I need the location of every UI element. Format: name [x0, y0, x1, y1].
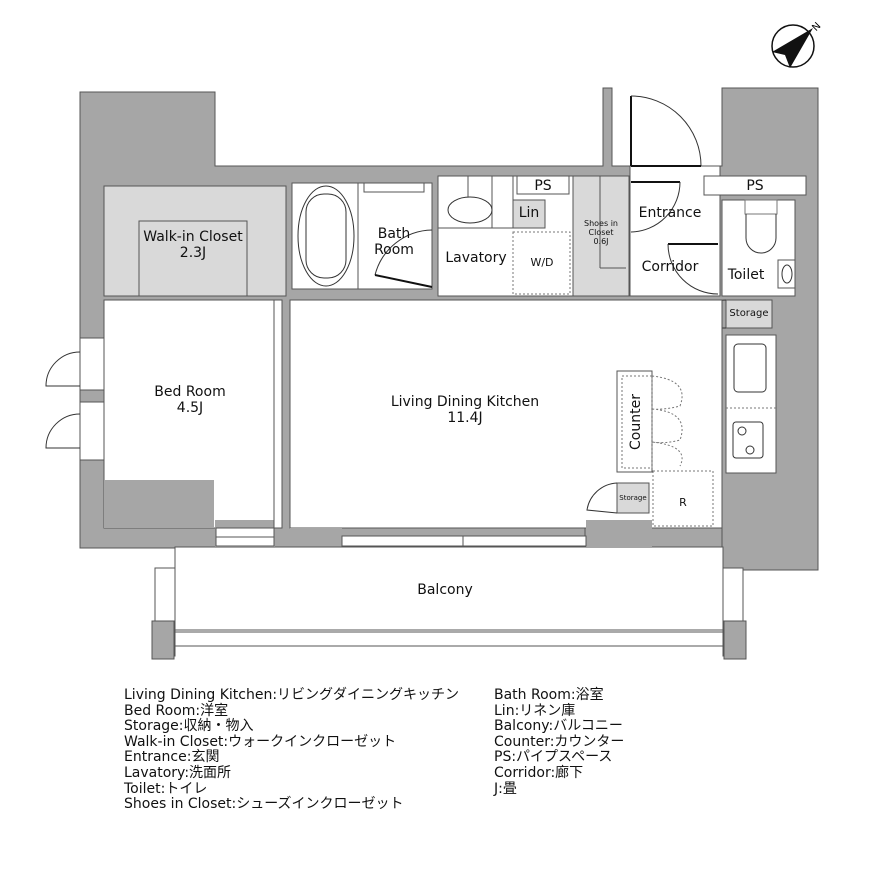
- north-arrow-icon: N: [771, 21, 823, 68]
- room-name: Bath: [377, 226, 411, 242]
- corridor-label: Corridor: [641, 259, 699, 275]
- legend-item: Bath Room:浴室: [494, 687, 604, 703]
- legend-item: Counter:カウンター: [494, 733, 625, 750]
- room-size: 2.3J: [179, 245, 207, 261]
- ps-right-label: PS: [746, 178, 764, 194]
- floor-plan-drawing: N: [45, 21, 823, 660]
- counter-label: Counter: [628, 394, 644, 450]
- room-size: 0.6J: [593, 237, 609, 246]
- legend-item: Living Dining Kitchen:リビングダイニングキッチン: [124, 687, 460, 703]
- legend-item: Shoes in Closet:シューズインクローゼット: [124, 796, 404, 813]
- toilet-label: Toilet: [727, 267, 765, 283]
- legend-item: Toilet:トイレ: [124, 780, 208, 797]
- linen-label: Lin: [518, 205, 540, 221]
- legend-right: Bath Room:浴室 Lin:リネン庫 Balcony:バルコニー Coun…: [494, 687, 625, 797]
- storage-kitchen-label: Storage: [729, 308, 769, 319]
- room-name: Closet: [588, 228, 614, 237]
- legend-item: Lavatory:洗面所: [124, 764, 232, 781]
- svg-text:N: N: [810, 21, 823, 34]
- legend-item: PS:パイプスペース: [494, 749, 613, 766]
- legend-item: Entrance:玄関: [124, 749, 220, 766]
- room-size: 4.5J: [176, 400, 204, 416]
- shoes-closet-area: [572, 175, 630, 297]
- ps-left-label: PS: [534, 178, 552, 194]
- balcony-label: Balcony: [417, 582, 473, 598]
- floor-plan: N: [45, 21, 823, 660]
- room-name: Shoes in: [584, 219, 618, 228]
- legend-item: Storage:収納・物入: [124, 718, 254, 735]
- lavatory-label: Lavatory: [445, 250, 507, 266]
- legend-item: Bed Room:洋室: [124, 702, 229, 719]
- legend-item: Corridor:廊下: [494, 764, 584, 781]
- room-name: Living Dining Kitchen: [390, 394, 540, 410]
- room-name: Walk-in Closet: [143, 229, 243, 245]
- legend-item: Walk-in Closet:ウォークインクローゼット: [124, 733, 397, 750]
- room-size: 11.4J: [447, 410, 483, 426]
- storage-small-label: Storage: [619, 494, 647, 502]
- entrance-label: Entrance: [638, 205, 702, 221]
- legend-item: Lin:リネン庫: [494, 702, 576, 719]
- room-name: Bed Room: [154, 384, 226, 400]
- balcony: [151, 546, 747, 660]
- room-name: Room: [374, 242, 414, 258]
- refrigerator-label: R: [679, 496, 687, 509]
- legend-item: Balcony:バルコニー: [494, 718, 623, 735]
- legend-item: J:畳: [494, 780, 517, 797]
- washer-dryer-label: W/D: [530, 256, 554, 269]
- legend-left: Living Dining Kitchen:リビングダイニングキッチン Bed …: [124, 687, 460, 813]
